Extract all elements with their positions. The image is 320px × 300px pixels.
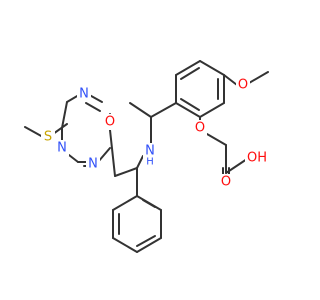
thioether-sulfur: S	[44, 130, 52, 145]
atom-layer: O O O OH O N H N N N S	[41, 77, 269, 190]
ether-oxygen: O	[195, 121, 205, 136]
bond	[150, 102, 177, 118]
bond	[52, 123, 68, 135]
bond	[114, 167, 138, 177]
bond	[175, 60, 201, 76]
bond	[112, 237, 138, 253]
bond	[175, 102, 201, 118]
ring-oxygen: O	[105, 115, 115, 130]
bond	[180, 98, 200, 111]
bond	[206, 133, 227, 146]
bond	[199, 102, 225, 118]
bond	[129, 102, 152, 118]
bond	[136, 237, 162, 253]
bond	[142, 199, 156, 208]
amine-hydrogen: H	[146, 157, 154, 168]
bond-layer	[24, 60, 269, 253]
bond	[61, 101, 68, 129]
triazine-nitrogen-1: N	[88, 157, 98, 172]
bond	[199, 60, 225, 76]
bond	[112, 195, 138, 211]
bond	[136, 235, 156, 247]
hydroxyl-group: OH	[247, 151, 267, 166]
molecular-structure: O O O OH O N H N N N S	[24, 60, 269, 253]
methoxy-oxygen: O	[238, 78, 248, 93]
bond	[136, 155, 144, 169]
bond	[85, 102, 101, 112]
bond	[223, 74, 238, 86]
bond	[24, 126, 44, 138]
bond	[68, 154, 79, 163]
bond	[248, 71, 269, 84]
carbonyl-oxygen: O	[221, 175, 231, 190]
triazine-nitrogen-4: N	[79, 87, 89, 102]
bond	[180, 67, 200, 80]
triazine-nitrogen-2: N	[57, 141, 67, 156]
amine-nitrogen: N	[145, 144, 155, 159]
bond	[109, 129, 116, 177]
